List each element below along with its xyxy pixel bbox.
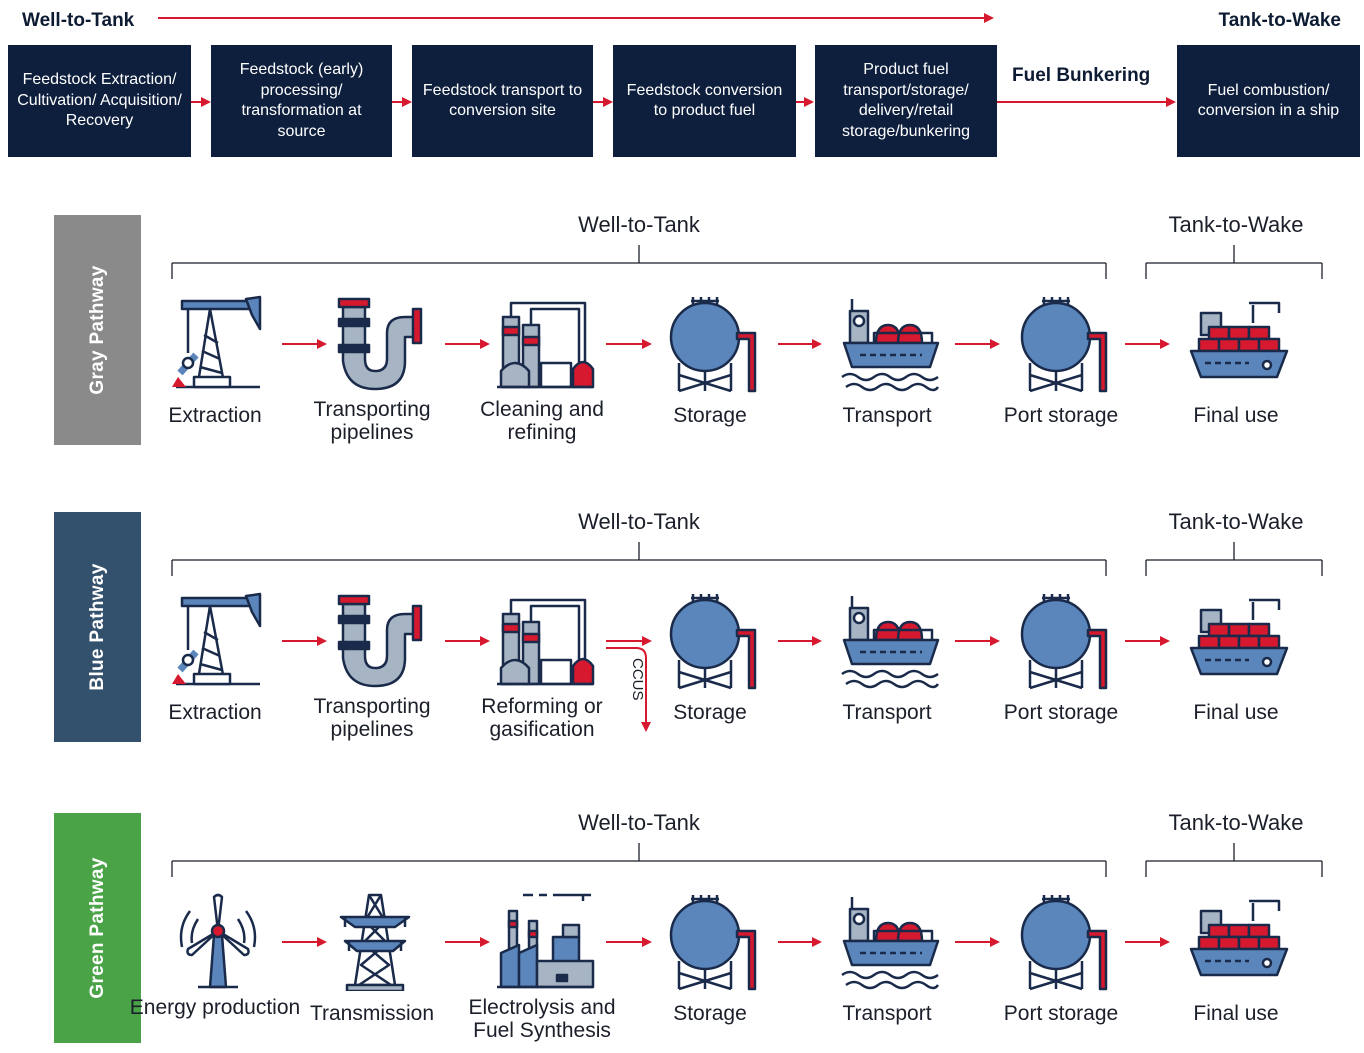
stage-feedstock-transport: Feedstock transport to conversion site [412,45,593,157]
step-label: Extraction [168,404,262,427]
storage-tank-icon [1014,293,1114,393]
blue-pathway-band: Blue Pathway [54,512,141,742]
transmission-tower-icon [325,891,425,991]
container-ship-icon [1189,293,1289,393]
header-arrows [158,13,1176,107]
step-label: Transporting pipelines [313,695,431,741]
step-label: Transmission [309,1002,435,1025]
step-label: Reforming or gasification [481,695,603,741]
tanker-ship-icon [840,590,940,690]
ccus-label: CCUS [629,658,646,701]
container-ship-icon [1189,891,1289,991]
step-label: Transporting pipelines [313,398,431,444]
gray-connectors [171,245,1323,349]
refinery-icon [495,590,595,690]
step-label: Transport [842,1002,932,1025]
step-label: Port storage [1003,701,1119,724]
storage-tank-icon [1014,891,1114,991]
storage-tank-icon [663,590,763,690]
tank-to-wake-header: Tank-to-Wake [1218,10,1341,31]
step-label: Cleaning and refining [480,398,604,444]
stage-feedstock-processing: Feedstock (early) processing/ transforma… [211,45,392,157]
pumpjack-icon [168,293,268,393]
pipeline-icon [325,590,425,690]
stage-fuel-combustion: Fuel combustion/ conversion in a ship [1177,45,1360,157]
blue-connectors [171,542,1323,732]
gray-well-to-tank-title: Well-to-Tank [578,212,700,237]
step-label: Final use [1193,404,1279,427]
storage-tank-icon [1014,590,1114,690]
gray-tank-to-wake-title: Tank-to-Wake [1168,212,1304,237]
step-label: Storage [673,404,747,427]
fuel-bunkering-label: Fuel Bunkering [1012,65,1151,86]
step-label: Energy production [129,996,301,1019]
green-connectors [171,843,1323,947]
storage-tank-icon [663,293,763,393]
step-label: Final use [1193,1002,1279,1025]
step-label: Storage [673,1002,747,1025]
refinery-icon [495,293,595,393]
step-label: Port storage [1003,1002,1119,1025]
pipeline-icon [325,293,425,393]
storage-tank-icon [663,891,763,991]
wind-turbine-icon [168,891,268,991]
step-label: Port storage [1003,404,1119,427]
step-label: Extraction [168,701,262,724]
factory-icon [495,891,595,991]
step-label: Transport [842,404,932,427]
green-well-to-tank-title: Well-to-Tank [578,810,700,835]
ccus-arrow [606,647,651,732]
step-label: Final use [1193,701,1279,724]
stage-feedstock-extraction: Feedstock Extraction/ Cultivation/ Acqui… [8,45,191,157]
gray-pathway-band: Gray Pathway [54,215,141,445]
stage-product-fuel-transport: Product fuel transport/storage/ delivery… [815,45,997,157]
container-ship-icon [1189,590,1289,690]
green-tank-to-wake-title: Tank-to-Wake [1168,810,1304,835]
step-label: Storage [673,701,747,724]
well-to-tank-header: Well-to-Tank [22,10,135,31]
pumpjack-icon [168,590,268,690]
blue-tank-to-wake-title: Tank-to-Wake [1168,509,1304,534]
blue-well-to-tank-title: Well-to-Tank [578,509,700,534]
step-label: Transport [842,701,932,724]
tanker-ship-icon [840,293,940,393]
step-label: Electrolysis and Fuel Synthesis [468,996,616,1042]
stage-feedstock-conversion: Feedstock conversion to product fuel [613,45,796,157]
green-pathway-band: Green Pathway [54,813,141,1043]
tanker-ship-icon [840,891,940,991]
